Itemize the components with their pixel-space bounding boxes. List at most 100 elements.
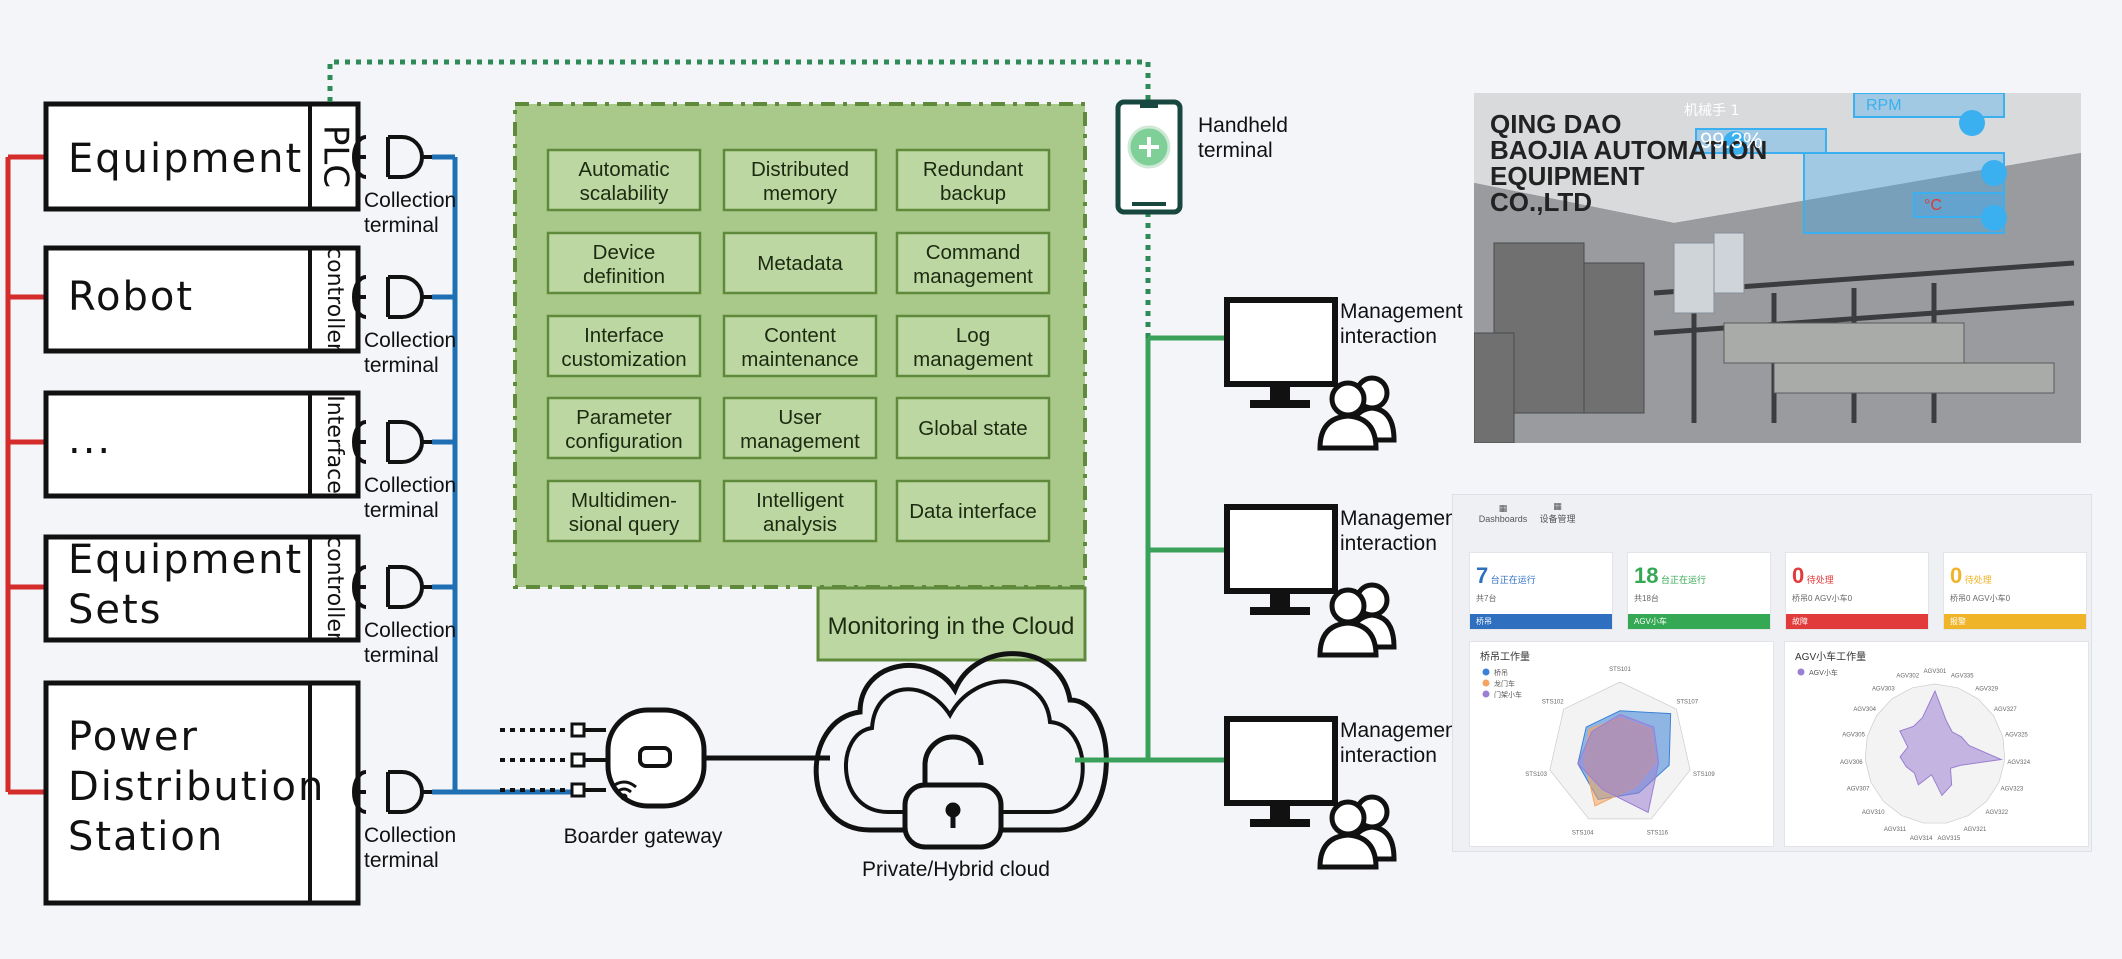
ar-minus-icon xyxy=(1981,205,2007,231)
radar-legend: 龙门车 xyxy=(1494,679,1515,688)
cloud-label-box xyxy=(816,586,1087,662)
radar-axis-label: AGV329 xyxy=(1975,687,1998,693)
card-count: 0 待处理 xyxy=(1792,563,1834,588)
card-count: 18 台正在运行 xyxy=(1634,563,1706,588)
connector-icon xyxy=(352,565,432,609)
card-count: 7 台正在运行 xyxy=(1476,563,1536,588)
cloud-label: Monitoring in the Cloud xyxy=(828,613,1075,640)
status-card[interactable]: 0 待处理 桥吊0 AGV小车0 故障 xyxy=(1785,552,1929,630)
card-subtitle: 共7台 xyxy=(1476,594,1497,603)
monitor-icon xyxy=(1224,504,1338,594)
radar-axis-label: AGV301 xyxy=(1924,669,1947,675)
dashboards-tab[interactable]: ▦Dashboards xyxy=(1478,503,1528,524)
ar-percent: 99.3% xyxy=(1700,128,1762,153)
cloud-icon xyxy=(813,651,1109,850)
radar-axis-label: AGV324 xyxy=(2007,760,2030,766)
radar-axis-label: AGV322 xyxy=(1985,810,2008,816)
users-icon xyxy=(1317,582,1397,658)
status-card[interactable]: 18 台正在运行 共18台 AGV小车 xyxy=(1627,552,1771,630)
device-interface-label: Interface xyxy=(322,395,347,494)
monitor-icon xyxy=(1224,716,1338,806)
radar-axis-label: STS102 xyxy=(1542,699,1564,705)
device-interface-label: controller xyxy=(322,247,347,353)
radar-axis-label: STS104 xyxy=(1572,830,1594,836)
radar-series xyxy=(1577,713,1660,814)
radar-axis-label: AGV311 xyxy=(1884,827,1907,833)
ar-gear-icon xyxy=(1959,110,1985,136)
radar-axis-label: AGV335 xyxy=(1951,674,1974,680)
device-label: Equipment xyxy=(68,136,303,182)
card-bar: AGV小车 xyxy=(1628,614,1770,629)
radar-legend: 门架小车 xyxy=(1494,690,1522,699)
device-manage-tab[interactable]: ▦设备管理 xyxy=(1539,501,1576,524)
radar-legend: 桥吊 xyxy=(1494,668,1508,677)
radar-axis-label: AGV325 xyxy=(2005,732,2028,738)
radar-axis-label: STS116 xyxy=(1647,830,1669,836)
dashboard-nav: ▦Dashboards ▦设备管理 xyxy=(1477,501,1584,525)
feature-box: Global state xyxy=(895,396,1051,460)
radar-axis-label: AGV302 xyxy=(1896,674,1919,680)
radar-legend: AGV小车 xyxy=(1809,668,1838,677)
radar-axis-label: AGV314 xyxy=(1910,836,1933,842)
radar-series xyxy=(1899,689,2004,797)
feature-box: Metadata xyxy=(722,231,878,295)
ar-temp: °C xyxy=(1924,197,1942,214)
feature-box: Data interface xyxy=(895,479,1051,543)
wifi-icon xyxy=(611,780,637,801)
card-subtitle: 共18台 xyxy=(1634,594,1659,603)
ar-tag: 机械手 1 xyxy=(1684,103,1739,119)
radar-axis-label: AGV315 xyxy=(1937,836,1960,842)
connector-icon xyxy=(352,275,432,319)
radar-axis-label: AGV306 xyxy=(1840,760,1863,766)
gateway-label: Boarder gateway xyxy=(564,825,723,848)
red-bus xyxy=(5,154,46,795)
cloud-caption: Private/Hybrid cloud xyxy=(862,858,1050,881)
device-label: ... xyxy=(68,417,112,463)
radar-axis-label: AGV323 xyxy=(2001,787,2024,793)
status-card[interactable]: 7 台正在运行 共7台 桥吊 xyxy=(1469,552,1613,630)
device-interface-label: controller xyxy=(322,536,347,642)
monitor-icon xyxy=(1224,297,1338,387)
connector-icon xyxy=(352,135,432,179)
card-bar: 故障 xyxy=(1786,614,1928,629)
ar-info-icon xyxy=(1723,131,1747,155)
card-bar: 报警 xyxy=(1944,614,2086,629)
device-interface-label: PLC xyxy=(316,125,356,188)
radar-axis-label: AGV304 xyxy=(1853,707,1876,713)
status-card[interactable]: 0 待处理 桥吊0 AGV小车0 报警 xyxy=(1943,552,2087,630)
radar-axis-label: AGV327 xyxy=(1994,707,2017,713)
feature-label: Metadata xyxy=(757,252,843,275)
radar-axis-label: AGV305 xyxy=(1842,732,1865,738)
management-network xyxy=(1075,335,1225,763)
